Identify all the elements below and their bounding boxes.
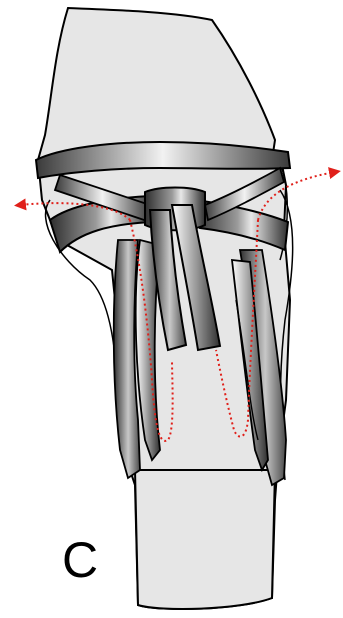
lower-sleeve — [135, 470, 275, 609]
panel-label: C — [62, 535, 98, 585]
